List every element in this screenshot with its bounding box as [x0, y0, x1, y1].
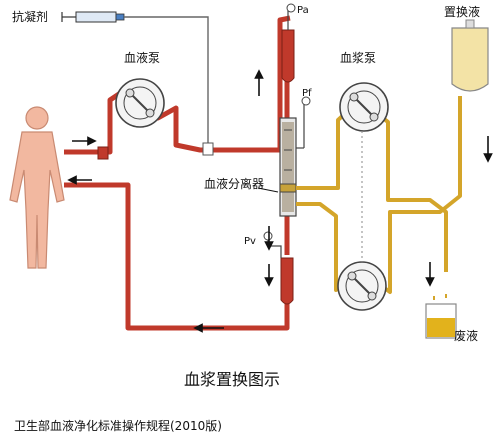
replacement-pump-bottom — [337, 261, 387, 311]
pf-label: Pf — [302, 88, 312, 99]
plasma-pump-label: 血浆泵 — [340, 50, 376, 65]
replacement-fluid-bag — [451, 19, 489, 92]
arterial-drip-chamber — [281, 3, 296, 83]
connector-left — [97, 146, 109, 160]
venous-drip-chamber — [263, 231, 294, 305]
plasma-out-line — [296, 98, 448, 272]
pf-gauge — [301, 96, 311, 106]
anticoagulant-syringe — [61, 11, 214, 156]
pa-label: Pa — [297, 5, 309, 16]
waste-container — [425, 294, 457, 339]
arterial-line — [64, 15, 291, 155]
separator-pointer — [257, 187, 279, 193]
source-footer: 卫生部血液净化标准操作规程(2010版) — [14, 418, 222, 433]
blood-pump-left — [115, 78, 165, 128]
pv-label: Pv — [244, 236, 256, 247]
blood-pump-label: 血液泵 — [124, 50, 160, 65]
separator-label: 血液分离器 — [204, 176, 264, 191]
replacement-fluid-label: 置换液 — [444, 4, 480, 19]
diagram-caption: 血浆置换图示 — [184, 370, 280, 389]
venous-line — [64, 182, 290, 331]
blood-circuit — [64, 15, 291, 331]
plasma-separator — [279, 117, 297, 217]
plasma-pump-top — [339, 82, 389, 132]
waste-fluid-label: 废液 — [454, 328, 478, 343]
anticoagulant-label: 抗凝剂 — [12, 9, 48, 24]
patient-figure — [9, 106, 65, 269]
